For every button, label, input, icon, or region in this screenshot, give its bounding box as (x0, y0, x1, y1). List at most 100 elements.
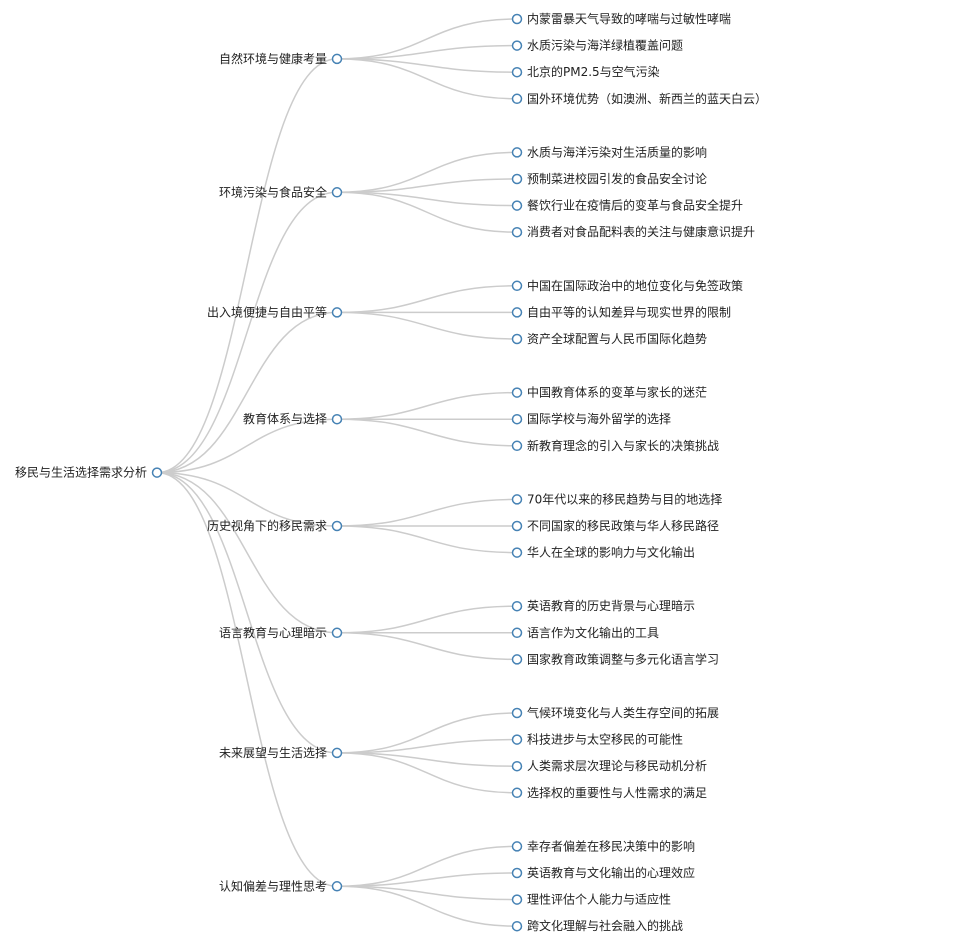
node-label: 人类需求层次理论与移民动机分析 (527, 759, 707, 773)
branch-node[interactable]: 出入境便捷与自由平等 (207, 304, 343, 319)
connector-line (336, 872, 518, 888)
node-circle-icon[interactable] (331, 520, 343, 532)
connector-line (336, 391, 518, 420)
node-circle-icon[interactable] (511, 760, 523, 772)
node-circle-icon[interactable] (511, 307, 523, 318)
node-circle-icon[interactable] (511, 147, 523, 158)
leaf-node[interactable]: 中国在国际政治中的地位变化与免签政策 (511, 278, 744, 293)
leaf-node[interactable]: 国外环境优势（如澳洲、新西兰的蓝天白云） (511, 91, 768, 106)
branch-node[interactable]: 认知偏差与理性思考 (219, 878, 343, 893)
leaf-node[interactable]: 气候环境变化与人类生存空间的拓展 (511, 705, 720, 720)
branch-node[interactable]: 未来展望与生活选择 (219, 746, 343, 760)
leaf-node[interactable]: 英语教育与文化输出的心理效应 (511, 865, 696, 880)
node-circle-icon[interactable] (331, 53, 343, 65)
node-circle-icon[interactable] (511, 894, 523, 905)
leaf-node[interactable]: 语言作为文化输出的工具 (511, 625, 660, 640)
node-circle-icon[interactable] (511, 867, 523, 879)
node-label: 餐饮行业在疫情后的变革与食品安全提升 (527, 198, 743, 213)
node-label: 华人在全球的影响力与文化输出 (527, 545, 695, 560)
connector-line (336, 525, 518, 554)
connector-line (336, 752, 518, 767)
node-circle-icon[interactable] (511, 520, 523, 532)
node-circle-icon[interactable] (511, 40, 523, 51)
node-circle-icon[interactable] (511, 547, 523, 558)
node-label: 语言教育与心理暗示 (219, 625, 327, 640)
node-circle-icon[interactable] (511, 13, 523, 25)
node-circle-icon[interactable] (331, 307, 343, 318)
leaf-node[interactable]: 水质污染与海洋绿植覆盖问题 (511, 38, 684, 53)
node-circle-icon[interactable] (511, 494, 523, 505)
node-circle-icon[interactable] (511, 200, 523, 211)
leaf-node[interactable]: 国家教育政策调整与多元化语言学习 (511, 651, 720, 666)
branch-node[interactable]: 历史视角下的移民需求 (207, 518, 343, 533)
node-label: 中国在国际政治中的地位变化与免签政策 (527, 278, 743, 293)
connector-line (336, 752, 518, 794)
node-circle-icon[interactable] (511, 173, 523, 185)
leaf-node[interactable]: 幸存者偏差在移民决策中的影响 (511, 838, 696, 853)
node-label: 未来展望与生活选择 (219, 746, 327, 760)
node-circle-icon[interactable] (511, 627, 523, 639)
links-layer (156, 18, 518, 927)
node-label: 选择权的重要性与人性需求的满足 (527, 785, 707, 800)
branch-node[interactable]: 自然环境与健康考量 (219, 51, 343, 66)
node-circle-icon[interactable] (511, 600, 523, 612)
leaf-node[interactable]: 内蒙雷暴天气导致的哮喘与过敏性哮喘 (511, 11, 732, 26)
node-circle-icon[interactable] (331, 881, 343, 892)
node-circle-icon[interactable] (151, 467, 163, 478)
connector-line (156, 471, 338, 754)
leaf-node[interactable]: 餐饮行业在疫情后的变革与食品安全提升 (511, 198, 744, 213)
node-label: 水质污染与海洋绿植覆盖问题 (527, 38, 683, 53)
branch-node[interactable]: 环境污染与食品安全 (219, 184, 343, 199)
leaf-node[interactable]: 国际学校与海外留学的选择 (511, 411, 672, 426)
node-circle-icon[interactable] (331, 627, 343, 639)
leaf-node[interactable]: 70年代以来的移民趋势与目的地选择 (511, 491, 723, 506)
leaf-node[interactable]: 跨文化理解与社会融入的挑战 (511, 918, 684, 933)
node-circle-icon[interactable] (511, 413, 523, 425)
connector-line (156, 418, 338, 474)
node-circle-icon[interactable] (511, 387, 523, 398)
node-label: 国际学校与海外留学的选择 (527, 411, 671, 426)
node-circle-icon[interactable] (331, 747, 343, 759)
node-label: 70年代以来的移民趋势与目的地选择 (527, 491, 722, 506)
connector-line (336, 311, 518, 340)
node-circle-icon[interactable] (511, 333, 523, 345)
node-circle-icon[interactable] (331, 413, 343, 425)
node-circle-icon[interactable] (511, 920, 523, 932)
leaf-node[interactable]: 资产全球配置与人民币国际化趋势 (511, 331, 708, 346)
branch-node[interactable]: 教育体系与选择 (243, 411, 343, 426)
node-circle-icon[interactable] (511, 440, 523, 452)
connector-line (156, 471, 338, 888)
leaf-node[interactable]: 人类需求层次理论与移民动机分析 (511, 759, 708, 773)
leaf-node[interactable]: 华人在全球的影响力与文化输出 (511, 545, 696, 560)
node-label: 自由平等的认知差异与现实世界的限制 (527, 304, 731, 319)
node-circle-icon[interactable] (511, 280, 523, 292)
leaf-node[interactable]: 科技进步与太空移民的可能性 (511, 732, 684, 747)
node-circle-icon[interactable] (511, 787, 523, 799)
root-node[interactable]: 移民与生活选择需求分析 (15, 466, 163, 480)
leaf-node[interactable]: 水质与海洋污染对生活质量的影响 (511, 144, 708, 159)
leaf-node[interactable]: 消费者对食品配料表的关注与健康意识提升 (511, 224, 756, 239)
node-circle-icon[interactable] (511, 93, 523, 105)
leaf-node[interactable]: 不同国家的移民政策与华人移民路径 (511, 518, 720, 533)
leaf-node[interactable]: 英语教育的历史背景与心理暗示 (511, 598, 696, 613)
leaf-node[interactable]: 理性评估个人能力与适应性 (511, 892, 672, 907)
leaf-node[interactable]: 自由平等的认知差异与现实世界的限制 (511, 304, 732, 319)
leaf-node[interactable]: 中国教育体系的变革与家长的迷茫 (511, 385, 708, 400)
connector-line (156, 311, 338, 474)
leaf-node[interactable]: 选择权的重要性与人性需求的满足 (511, 785, 708, 800)
node-label: 水质与海洋污染对生活质量的影响 (527, 144, 707, 159)
node-label: 自然环境与健康考量 (219, 51, 327, 66)
node-circle-icon[interactable] (511, 226, 523, 238)
connector-line (336, 191, 518, 233)
node-circle-icon[interactable] (511, 841, 523, 852)
node-circle-icon[interactable] (511, 734, 523, 745)
node-circle-icon[interactable] (511, 66, 523, 78)
node-circle-icon[interactable] (511, 654, 523, 665)
branch-node[interactable]: 语言教育与心理暗示 (219, 625, 343, 640)
node-circle-icon[interactable] (331, 187, 343, 198)
leaf-node[interactable]: 新教育理念的引入与家长的决策挑战 (511, 438, 720, 453)
node-circle-icon[interactable] (511, 707, 523, 719)
node-label: 认知偏差与理性思考 (219, 878, 327, 893)
leaf-node[interactable]: 北京的PM2.5与空气污染 (511, 64, 660, 79)
leaf-node[interactable]: 预制菜进校园引发的食品安全讨论 (511, 171, 708, 186)
